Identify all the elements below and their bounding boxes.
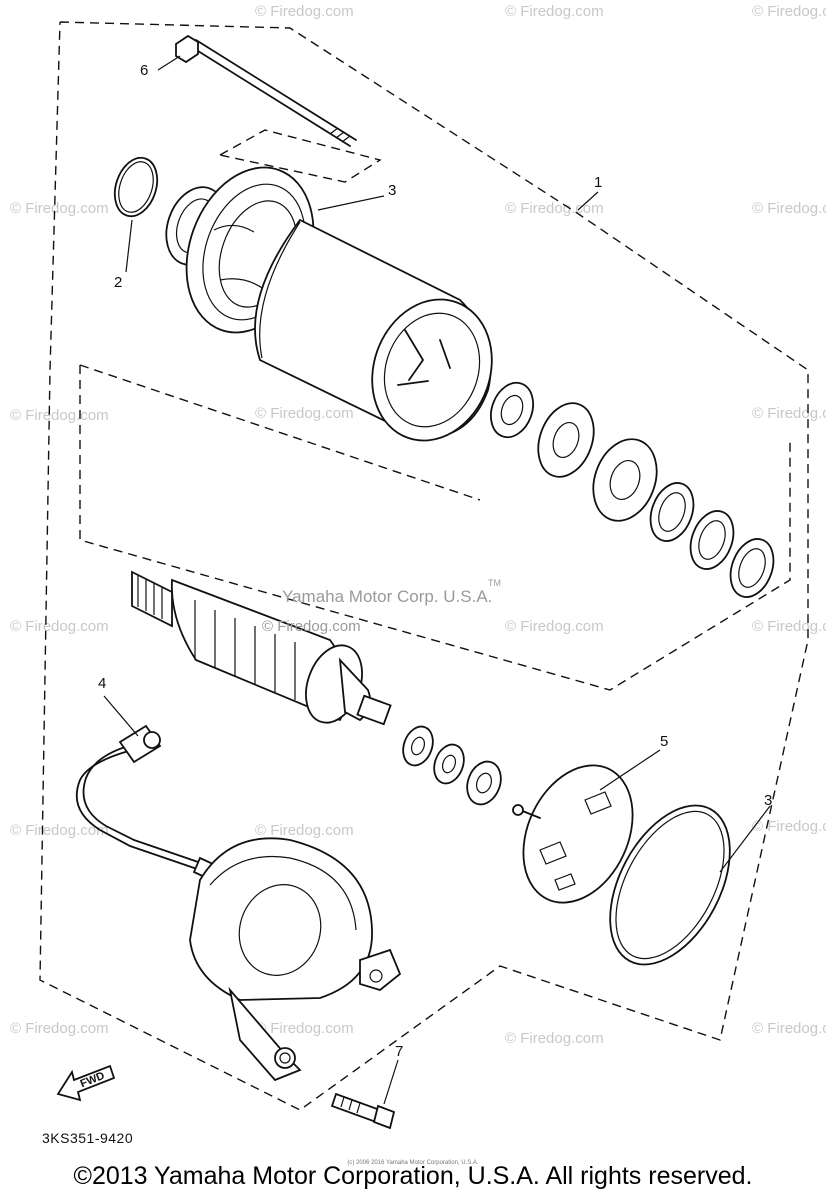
watermark: © Firedog.com	[752, 1020, 826, 1037]
tiny-notice: (c) 2006 2016 Yamaha Motor Corporation, …	[347, 1160, 479, 1166]
center-watermark: Yamaha Motor Corp. U.S.A.	[282, 587, 493, 606]
bolt-bracket	[219, 129, 382, 183]
copyright-notice: ©2013 Yamaha Motor Corporation, U.S.A. A…	[73, 1162, 753, 1190]
washer	[649, 482, 695, 542]
callout-2: 2	[114, 274, 123, 291]
center-watermark-tm: TM	[488, 578, 501, 588]
fwd-arrow-icon	[56, 1064, 116, 1102]
callout-3: 3	[388, 182, 397, 199]
yoke-housing	[254, 218, 493, 442]
callout-3: 3	[764, 792, 773, 809]
leader-line	[599, 749, 661, 791]
watermark: © Firedog.com	[255, 822, 354, 839]
watermark: © Firedog.com	[10, 618, 109, 635]
watermark: © Firedog.com	[10, 822, 109, 839]
washer	[729, 538, 775, 598]
leader-line	[719, 805, 771, 873]
leader-line	[103, 695, 139, 737]
watermark: © Firedog.com	[10, 200, 109, 217]
leader-line	[383, 1059, 399, 1105]
watermark: © Firedog.com	[255, 405, 354, 422]
callout-1: 1	[594, 174, 603, 191]
watermark: © Firedog.com	[255, 1020, 354, 1037]
callout-7: 7	[395, 1043, 404, 1060]
watermark: © Firedog.com	[255, 3, 354, 20]
front-cover	[165, 166, 315, 334]
sub-assembly-bracket	[79, 365, 791, 691]
through-bolt	[175, 34, 357, 147]
bushing	[466, 760, 502, 806]
callout-4: 4	[98, 675, 107, 692]
washer	[689, 510, 735, 570]
leader-line	[317, 195, 385, 211]
watermark: © Firedog.com	[752, 3, 826, 20]
watermark: © Firedog.com	[10, 1020, 109, 1037]
bearing	[490, 381, 534, 439]
leader-line	[577, 191, 599, 211]
center-watermark: © Firedog.com	[262, 618, 361, 635]
armature	[131, 570, 392, 726]
o-ring	[113, 156, 159, 218]
watermark: © Firedog.com	[505, 3, 604, 20]
o-ring	[609, 804, 731, 966]
rear-cover	[189, 837, 402, 1082]
watermark: © Firedog.com	[752, 200, 826, 217]
callout-6: 6	[140, 62, 149, 79]
thrust-washer	[433, 743, 465, 785]
watermark: © Firedog.com	[505, 618, 604, 635]
thrust-washer	[402, 725, 434, 767]
part-code: 3KS351-9420	[42, 1130, 134, 1146]
brush-holder	[512, 764, 634, 904]
watermark: © Firedog.com	[10, 407, 109, 424]
watermark: © Firedog.com	[505, 200, 604, 217]
lead-wire	[75, 724, 232, 888]
watermark: © Firedog.com	[505, 1030, 604, 1047]
watermark: © Firedog.com	[752, 818, 826, 835]
leader-line	[157, 55, 181, 71]
mounting-bolt	[330, 1092, 396, 1130]
callout-5: 5	[660, 733, 669, 750]
oil-seal	[537, 402, 595, 478]
washer	[592, 438, 658, 522]
assembly-boundary	[39, 21, 809, 1111]
leader-line	[125, 219, 133, 273]
